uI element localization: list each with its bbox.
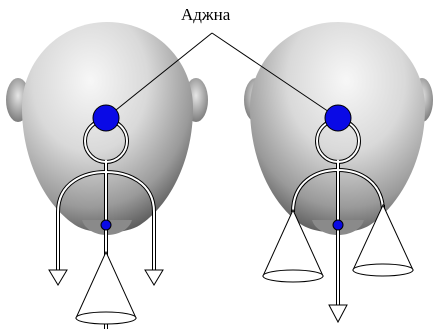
figure-right: [262, 104, 414, 324]
ajna-label: Аджна: [181, 5, 231, 24]
connector-right: [211, 32, 339, 119]
label-connectors: [105, 32, 339, 119]
cone-right-left: [262, 208, 324, 283]
cone-right-right: [352, 203, 414, 277]
ajna-point-right: [324, 104, 352, 132]
arrow-down-left-2: [144, 269, 164, 286]
cone-left: [75, 250, 137, 325]
lower-point-right: [332, 219, 344, 231]
arrow-down-right: [328, 304, 348, 324]
ajna-point-left: [92, 104, 120, 132]
figure-left: [48, 104, 164, 329]
arrow-down-left-1: [48, 269, 68, 286]
lower-point-left: [100, 219, 112, 231]
connector-left: [105, 32, 213, 119]
